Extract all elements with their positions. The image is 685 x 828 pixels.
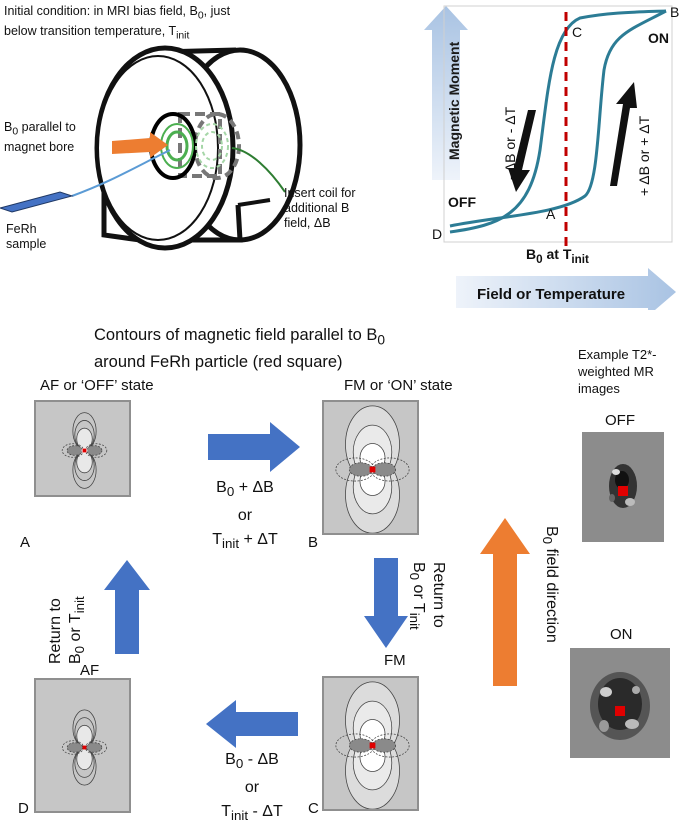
arrow-ab-label: B0 + ΔB or Tinit + ΔT — [212, 479, 278, 552]
contour-small-a — [61, 412, 108, 489]
loop-point-d: D — [432, 226, 443, 242]
magnetic-moment-axis-label: Magnetic Moment — [446, 41, 462, 160]
b0-field-direction-arrow — [480, 518, 530, 686]
arrow-c-to-d — [206, 700, 298, 748]
arrow-da-label: Return to B0 or Tinit — [47, 596, 88, 664]
contour-small-d — [61, 709, 108, 786]
hysteresis-plot — [424, 5, 676, 310]
arrow-d-to-a — [104, 560, 150, 654]
mr-off-label: OFF — [605, 412, 635, 429]
arrow-cd-label: B0 - ΔB or Tinit - ΔT — [221, 751, 283, 824]
field-temperature-axis-label: Field or Temperature — [477, 286, 626, 303]
mr-on-texture — [570, 648, 670, 758]
contour-panel-d — [34, 678, 131, 813]
loop-point-a: A — [546, 206, 556, 222]
loop-up-label: + ΔB or + ΔT — [636, 115, 652, 196]
loop-point-c: C — [572, 24, 583, 40]
mr-on-label: ON — [610, 626, 633, 643]
b0-parallel-label: B0 parallel to magnet bore — [4, 120, 76, 154]
contour-panel-a — [34, 400, 131, 497]
b0-field-direction-label: B0 field direction — [539, 526, 560, 643]
contour-large-b — [335, 405, 410, 533]
b0-at-tinit-label: B0 at Tinit — [526, 246, 589, 266]
panel-d-label: D — [18, 800, 29, 817]
loop-point-b: B — [670, 4, 680, 20]
panel-a-label: A — [20, 534, 31, 551]
arrow-b-to-c — [364, 558, 408, 648]
mri-magnet-illustration — [0, 45, 303, 251]
panel-c-label: C — [308, 800, 319, 817]
contour-panel-c — [322, 676, 419, 811]
af-off-state-label: AF or ‘OFF’ state — [40, 377, 154, 394]
mr-off-texture — [582, 432, 664, 542]
mr-image-on — [570, 648, 670, 758]
contour-panel-b — [322, 400, 419, 535]
panel-b-label: B — [308, 534, 319, 551]
arrow-bc-label: Return to B0 or Tinit — [406, 562, 447, 630]
arrow-a-to-b — [208, 422, 300, 472]
loop-on-label: ON — [648, 30, 669, 46]
fm-label: FM — [384, 652, 406, 669]
contours-title: Contours of magnetic field parallel to B… — [94, 326, 386, 372]
mr-image-off — [582, 432, 664, 542]
contour-large-c — [335, 681, 410, 809]
loop-off-label: OFF — [448, 194, 476, 210]
loop-down-label: - ΔB or - ΔT — [502, 106, 518, 180]
fm-on-state-label: FM or ‘ON’ state — [344, 377, 453, 394]
initial-condition-text: Initial condition: in MRI bias field, B0… — [4, 4, 231, 41]
af-label: AF — [80, 662, 100, 679]
